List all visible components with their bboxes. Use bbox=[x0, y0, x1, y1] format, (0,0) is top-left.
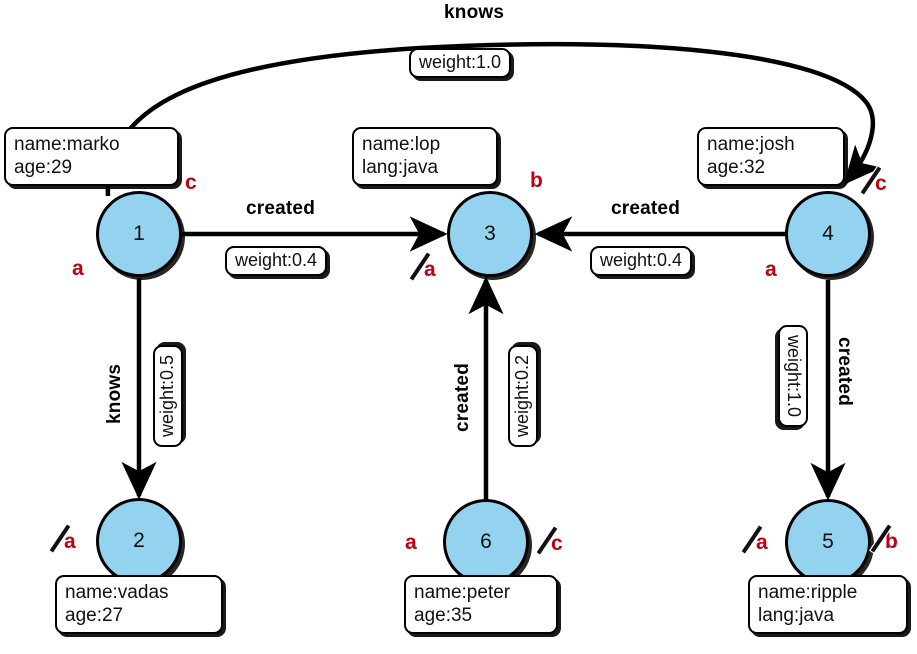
annotation-node-4-c: c bbox=[875, 173, 887, 194]
annotation-node-1-c: c bbox=[185, 172, 197, 193]
annotation-glyph: a bbox=[72, 257, 84, 280]
annotation-node-3-a: a bbox=[424, 259, 436, 280]
props-node-4: name:josh age:32 bbox=[697, 127, 845, 187]
node-1-label: 1 bbox=[133, 222, 145, 245]
prop-line: lang:java bbox=[362, 157, 439, 179]
edge-weight-created-6-3: weight:0.2 bbox=[508, 344, 538, 447]
prop-line: name:peter bbox=[414, 582, 511, 603]
annotation-glyph: c bbox=[551, 532, 563, 555]
edge-weight-knows-1-2: weight:0.5 bbox=[153, 344, 183, 447]
edge-label-created-1-3: created bbox=[246, 198, 315, 219]
props-node-5: name:ripple lang:java bbox=[748, 575, 908, 635]
annotation-node-4-a: a bbox=[765, 259, 777, 280]
edge-weight-created-4-5: weight:1.0 bbox=[778, 325, 808, 428]
props-node-2: name:vadas age:27 bbox=[55, 575, 223, 635]
props-node-3: name:lop lang:java bbox=[352, 127, 498, 187]
annotation-node-6-c: c bbox=[551, 533, 563, 554]
annotation-glyph: a bbox=[765, 258, 777, 281]
edge-label-knows-1-2: knows bbox=[104, 363, 125, 424]
node-4-label: 4 bbox=[822, 222, 834, 245]
prop-line: age:35 bbox=[414, 605, 473, 627]
prop-line: name:vadas bbox=[65, 582, 169, 603]
props-node-6: name:peter age:35 bbox=[404, 575, 558, 635]
annotation-glyph: b bbox=[885, 530, 898, 553]
prop-line: name:lop bbox=[362, 134, 441, 155]
edge-label-created-4-5: created bbox=[834, 337, 855, 406]
prop-line: name:josh bbox=[707, 134, 795, 155]
node-2-label: 2 bbox=[133, 529, 145, 552]
annotation-glyph: c bbox=[185, 171, 197, 194]
node-3[interactable]: 3 bbox=[447, 191, 533, 277]
annotation-glyph: a bbox=[756, 531, 768, 554]
node-6-label: 6 bbox=[480, 530, 492, 553]
annotation-node-2-a: a bbox=[64, 531, 76, 552]
edge-label-created-4-3: created bbox=[611, 198, 680, 219]
annotation-glyph: c bbox=[875, 172, 887, 195]
node-6[interactable]: 6 bbox=[443, 499, 529, 585]
props-node-1: name:marko age:29 bbox=[4, 127, 179, 187]
prop-line: lang:java bbox=[758, 605, 835, 627]
prop-line: age:27 bbox=[65, 605, 124, 627]
prop-line: name:marko bbox=[14, 134, 120, 155]
annotation-node-1-a: a bbox=[72, 258, 84, 279]
annotation-glyph: a bbox=[64, 530, 76, 553]
annotation-node-3-b: b bbox=[530, 170, 543, 191]
edge-label-knows-1-4: knows bbox=[444, 2, 505, 23]
edge-knows-1-4 bbox=[105, 41, 882, 197]
annotation-node-5-b: b bbox=[885, 531, 898, 552]
annotation-glyph: a bbox=[424, 258, 436, 281]
node-2[interactable]: 2 bbox=[96, 498, 182, 584]
node-4[interactable]: 4 bbox=[785, 191, 871, 277]
prop-line: name:ripple bbox=[758, 582, 858, 603]
annotation-glyph: b bbox=[530, 169, 543, 192]
edge-weight-created-1-3: weight:0.4 bbox=[225, 246, 328, 276]
node-5[interactable]: 5 bbox=[785, 499, 871, 585]
node-5-label: 5 bbox=[822, 530, 834, 553]
node-3-label: 3 bbox=[484, 222, 496, 245]
prop-line: age:32 bbox=[707, 157, 766, 179]
annotation-node-6-a: a bbox=[405, 532, 417, 553]
prop-line: age:29 bbox=[14, 157, 73, 179]
edge-label-created-6-3: created bbox=[452, 363, 473, 432]
edge-weight-created-4-3: weight:0.4 bbox=[590, 246, 693, 276]
node-1[interactable]: 1 bbox=[96, 191, 182, 277]
annotation-node-5-a: a bbox=[756, 532, 768, 553]
annotation-glyph: a bbox=[405, 531, 417, 554]
edge-weight-knows-1-4: weight:1.0 bbox=[409, 48, 512, 78]
